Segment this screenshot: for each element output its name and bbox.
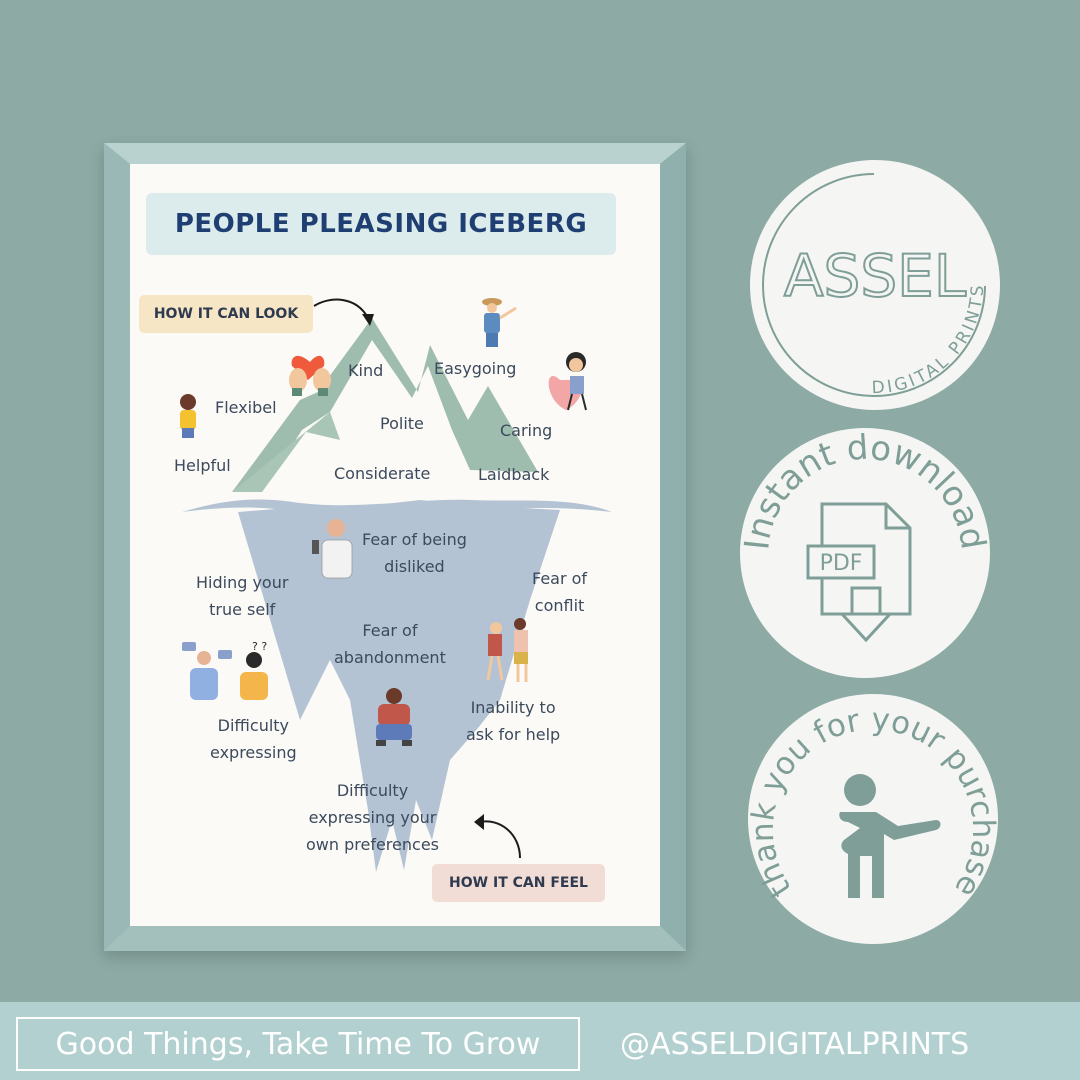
arrow-feel-head <box>474 814 484 830</box>
pdf-label: PDF <box>820 551 863 576</box>
poster-title: PEOPLE PLEASING ICEBERG <box>174 209 588 239</box>
arrow-feel <box>479 820 521 859</box>
feeling-hiding-line2: true self <box>209 600 276 619</box>
mountain-tip <box>232 318 538 492</box>
trait-helpful: Helpful <box>174 456 231 475</box>
confused-people-icon: ? ? <box>182 640 268 700</box>
how-it-can-feel-tag: HOW IT CAN FEEL <box>432 864 605 902</box>
feeling-fear-disliked-line2: disliked <box>384 557 445 576</box>
feeling-inability-line2: ask for help <box>466 725 561 744</box>
brand-badge <box>750 160 1000 410</box>
hiker-icon <box>482 298 517 347</box>
feeling-hiding-self: Hiding your true self <box>196 569 288 623</box>
instant-download-text: Instant download <box>737 428 993 553</box>
trait-polite: Polite <box>380 414 424 433</box>
svg-text:? ?: ? ? <box>252 640 267 653</box>
how-it-can-look-tag: HOW IT CAN LOOK <box>139 295 313 333</box>
trait-flexibel: Flexibel <box>215 398 277 417</box>
sad-man-icon <box>376 688 412 746</box>
trait-considerate: Considerate <box>334 464 431 483</box>
trait-kind: Kind <box>348 361 384 380</box>
feeling-difficulty-expressing: Difficulty expressing <box>210 712 297 766</box>
feeling-fear-disliked: Fear of being disliked <box>362 526 467 580</box>
pdf-file-icon: PDF <box>806 502 912 643</box>
trait-caring: Caring <box>500 421 553 440</box>
instant-download-graphic: Instant download PDF <box>737 428 993 643</box>
bowing-person-icon <box>839 774 941 898</box>
iceberg-underwater <box>238 500 560 872</box>
feeling-fear-abandonment: Fear of abandonment <box>334 617 446 671</box>
feeling-inability-help: Inability to ask for help <box>466 694 560 748</box>
girl-heart-icon <box>548 352 587 411</box>
title-banner: PEOPLE PLEASING ICEBERG <box>146 193 616 255</box>
arrow-look <box>313 298 369 319</box>
feeling-difficulty-preferences-line2: expressing your <box>308 808 437 827</box>
feeling-difficulty-preferences: Difficulty expressing your own preferenc… <box>306 777 439 858</box>
feeling-fear-conflict-line1: Fear of <box>532 569 588 588</box>
brand-main-text: ASSEL <box>784 242 966 310</box>
slogan-text: Good Things, Take Time To Grow <box>55 1026 541 1062</box>
arguing-couple-icon <box>486 618 528 682</box>
feeling-fear-abandonment-line2: abandonment <box>334 648 446 667</box>
slogan-box: Good Things, Take Time To Grow <box>16 1017 580 1071</box>
feeling-inability-line1: Inability to <box>470 698 556 717</box>
arrow-look-head <box>362 314 374 326</box>
brand-logo: ASSEL DIGITAL PRINTS <box>762 173 986 398</box>
feeling-fear-conflict: Fear of conflit <box>532 565 587 619</box>
trait-easygoing: Easygoing <box>434 359 517 378</box>
feeling-hiding-line1: Hiding your <box>196 573 289 592</box>
feeling-fear-conflict-line2: conflit <box>534 596 585 615</box>
feeling-difficulty-expressing-line1: Difficulty <box>217 716 290 735</box>
heart-hands-icon <box>289 355 331 396</box>
thank-you-graphic: thank you for your purchase <box>745 701 1001 904</box>
feeling-fear-disliked-line1: Fear of being <box>362 530 467 549</box>
feeling-difficulty-preferences-line1: Difficulty <box>336 781 409 800</box>
feeling-difficulty-preferences-line3: own preferences <box>306 835 439 854</box>
woman-hugging-icon <box>180 394 196 438</box>
footer-bar <box>0 1002 1080 1080</box>
social-handle[interactable]: @ASSELDIGITALPRINTS <box>620 1026 970 1062</box>
thinking-man-icon <box>312 519 353 579</box>
feeling-fear-abandonment-line1: Fear of <box>362 621 418 640</box>
feeling-difficulty-expressing-line2: expressing <box>210 743 297 762</box>
trait-laidback: Laidback <box>478 465 550 484</box>
